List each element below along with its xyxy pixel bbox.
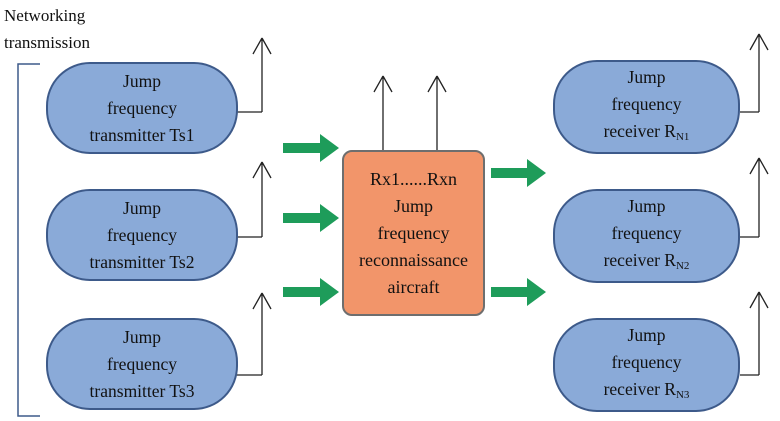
antenna-icon [740, 33, 769, 113]
receiver-node-rn1: Jump frequency receiver RN1 [553, 60, 740, 154]
antenna-icon [236, 161, 272, 238]
node-label: frequency [377, 222, 450, 243]
node-label: transmitter Ts2 [89, 251, 195, 272]
node-label: Jump [393, 195, 433, 216]
node-label: receiver RN2 [604, 247, 690, 280]
node-label: Jump [123, 197, 161, 218]
node-label: frequency [611, 351, 682, 372]
node-label: receiver RN1 [604, 118, 690, 151]
node-label: Jump [627, 195, 666, 216]
node-label: aircraft [387, 276, 440, 297]
antenna-icon [373, 75, 393, 152]
receiver-subscript: N3 [675, 388, 690, 401]
receiver-node-rn3: Jump frequency receiver RN3 [553, 318, 740, 412]
node-label: frequency [611, 222, 682, 243]
transmitter-node-ts3: Jump frequency transmitter Ts3 [46, 318, 238, 410]
node-label: frequency [107, 97, 177, 118]
antenna-icon [236, 37, 272, 113]
title-line-2: transmission [4, 33, 90, 52]
diagram-title: Networking transmission [4, 2, 90, 56]
arrow-right-icon [283, 204, 339, 232]
node-label: frequency [107, 353, 177, 374]
node-label: frequency [107, 224, 177, 245]
arrow-right-icon [283, 134, 339, 162]
receiver-subscript: N2 [675, 259, 690, 272]
node-label: Jump [123, 326, 161, 347]
transmitter-node-ts2: Jump frequency transmitter Ts2 [46, 189, 238, 281]
network-bracket [17, 63, 40, 417]
antenna-icon [236, 292, 272, 376]
receiver-subscript: N1 [675, 130, 690, 143]
node-label: receiver RN3 [604, 376, 690, 409]
antenna-icon [740, 291, 769, 376]
transmitter-node-ts1: Jump frequency transmitter Ts1 [46, 62, 238, 154]
receiver-prefix: receiver R [603, 378, 676, 399]
reconnaissance-aircraft-node: Rx1......Rxn Jump frequency reconnaissan… [342, 150, 485, 316]
arrow-right-icon [491, 159, 546, 187]
arrow-right-icon [491, 278, 546, 306]
antenna-icon [427, 75, 447, 152]
node-label: reconnaissance [359, 249, 468, 270]
node-label: Jump [627, 66, 666, 87]
node-label: Rx1......Rxn [369, 168, 457, 189]
node-label: frequency [611, 93, 682, 114]
receiver-node-rn2: Jump frequency receiver RN2 [553, 189, 740, 283]
receiver-prefix: receiver R [603, 120, 676, 141]
node-label: Jump [123, 70, 161, 91]
title-line-1: Networking [4, 6, 86, 25]
receiver-prefix: receiver R [603, 249, 676, 270]
node-label: transmitter Ts3 [89, 380, 195, 401]
node-label: transmitter Ts1 [89, 124, 195, 145]
antenna-icon [740, 157, 769, 238]
node-label: Jump [627, 324, 666, 345]
arrow-right-icon [283, 278, 339, 306]
